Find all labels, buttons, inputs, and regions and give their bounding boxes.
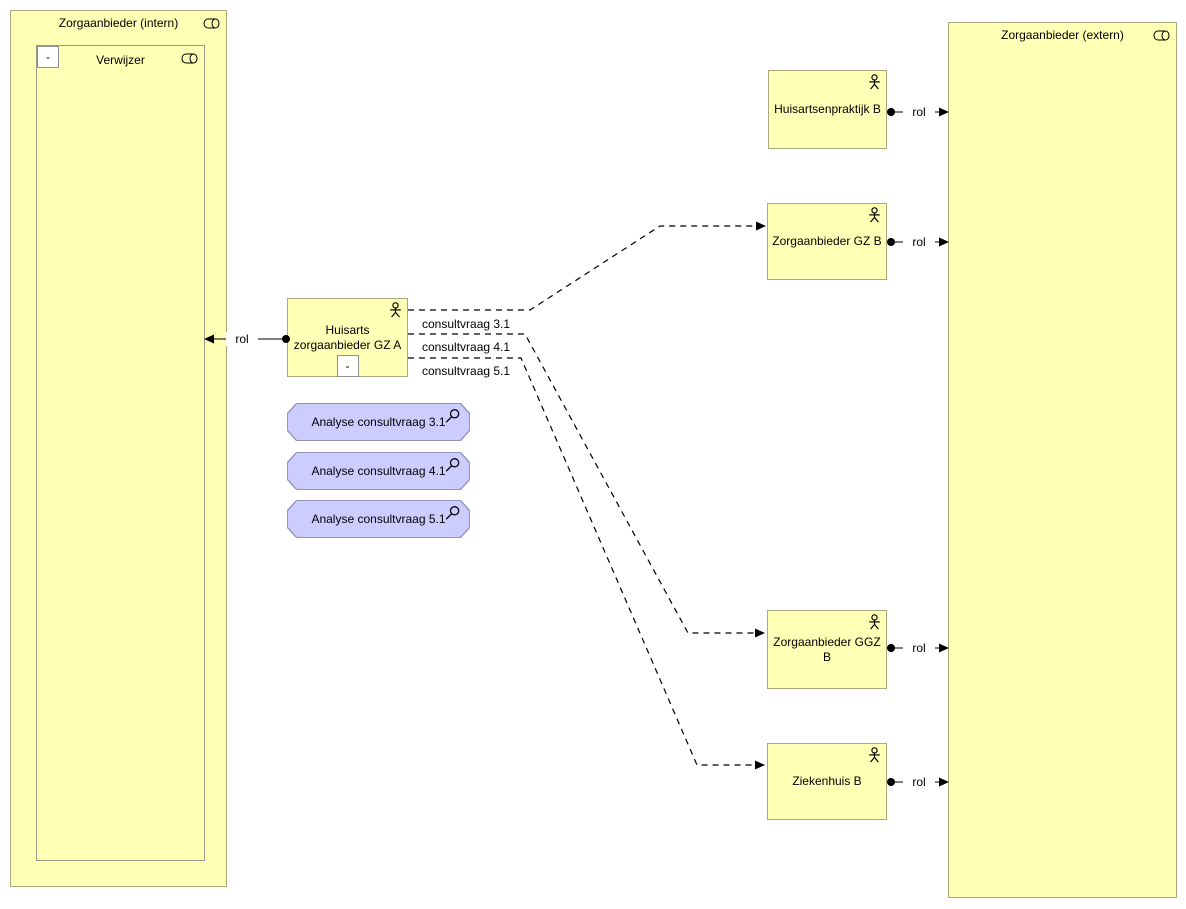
collapse-button[interactable]: - — [336, 355, 359, 377]
connection-label-rol: rol — [903, 105, 935, 119]
connection-label-consultvraag-4-1: consultvraag 4.1 — [422, 340, 511, 354]
actor-label: Zorgaanbieder GZ B — [772, 234, 882, 248]
business-role-icon — [203, 18, 220, 29]
group-verwijzer[interactable]: - Verwijzer — [36, 45, 205, 861]
group-zorgaanbieder-intern[interactable]: Zorgaanbieder (intern) - Verwijzer — [10, 10, 227, 887]
actor-label: Ziekenhuis B — [792, 774, 862, 788]
connection-label-rol: rol — [903, 775, 935, 789]
assessment-analyse-consultvraag-4-1[interactable]: Analyse consultvraag 4.1 — [287, 452, 470, 490]
business-role-icon — [181, 53, 198, 64]
group-intern-title: Zorgaanbieder (intern) — [58, 16, 179, 30]
magnifier-icon — [444, 457, 461, 474]
assessment-analyse-consultvraag-3-1[interactable]: Analyse consultvraag 3.1 — [287, 403, 470, 441]
business-actor-icon — [869, 74, 880, 90]
connection-label-rol: rol — [903, 641, 935, 655]
connection-label-rol: rol — [903, 235, 935, 249]
actor-label: Huisarts zorgaanbieder GZ A — [293, 322, 402, 352]
group-zorgaanbieder-extern[interactable]: Zorgaanbieder (extern) — [948, 22, 1177, 898]
actor-zorgaanbieder-gz-b[interactable]: Zorgaanbieder GZ B — [767, 203, 887, 280]
connection-label-consultvraag-5-1: consultvraag 5.1 — [422, 364, 511, 378]
actor-zorgaanbieder-ggz-b[interactable]: Zorgaanbieder GGZ B — [767, 610, 887, 689]
assessment-label: Analyse consultvraag 4.1 — [311, 464, 446, 478]
business-role-icon — [1153, 30, 1170, 41]
business-actor-icon — [869, 207, 880, 223]
actor-ziekenhuis-b[interactable]: Ziekenhuis B — [767, 743, 887, 820]
actor-label: Zorgaanbieder GGZ B — [773, 634, 881, 664]
flow-consultvraag-3-1[interactable] — [408, 221, 766, 311]
business-actor-icon — [390, 302, 401, 318]
actor-label: Huisartsenpraktijk B — [774, 102, 881, 116]
actor-huisartsenpraktijk-b[interactable]: Huisartsenpraktijk B — [768, 70, 887, 149]
assessment-label: Analyse consultvraag 3.1 — [311, 415, 446, 429]
connection-label-consultvraag-3-1: consultvraag 3.1 — [422, 317, 511, 331]
actor-huisarts-zorgaanbieder-gz-a[interactable]: Huisarts zorgaanbieder GZ A - — [287, 298, 408, 377]
assessment-analyse-consultvraag-5-1[interactable]: Analyse consultvraag 5.1 — [287, 500, 470, 538]
group-verwijzer-title: Verwijzer — [96, 53, 145, 67]
business-actor-icon — [869, 747, 880, 763]
group-extern-title: Zorgaanbieder (extern) — [1001, 28, 1124, 42]
connection-label-rol: rol — [226, 332, 258, 346]
business-actor-icon — [869, 614, 880, 630]
magnifier-icon — [444, 505, 461, 522]
assessment-label: Analyse consultvraag 5.1 — [311, 512, 446, 526]
collapse-button[interactable]: - — [37, 46, 59, 68]
magnifier-icon — [444, 408, 461, 425]
